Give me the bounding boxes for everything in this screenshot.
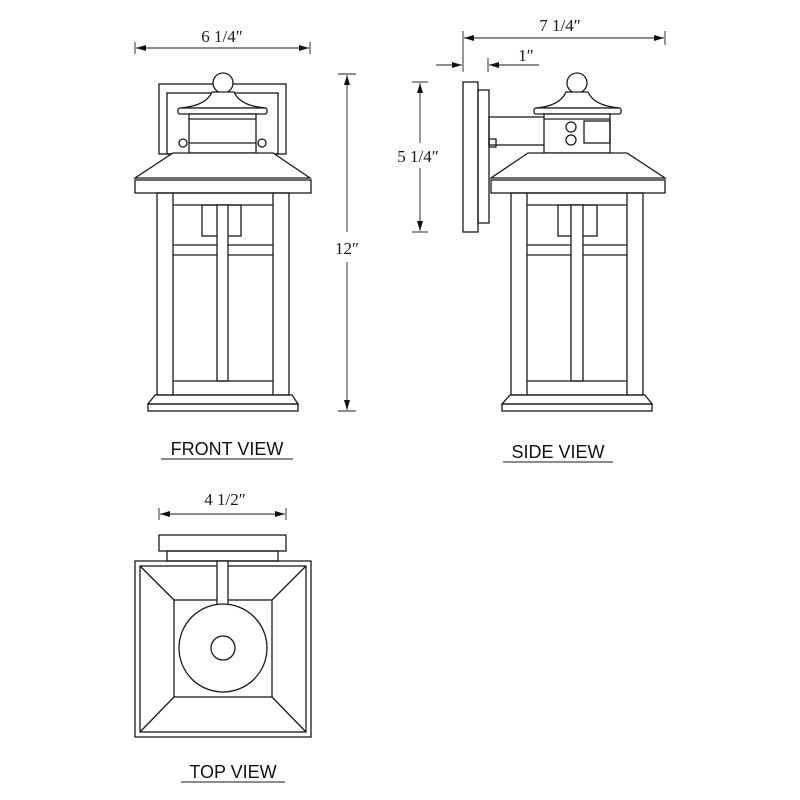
wall-offset-dimension: 1″ [436, 46, 539, 72]
top-view-title: TOP VIEW [189, 762, 276, 782]
side-view-title: SIDE VIEW [511, 442, 604, 462]
backplate-height-dimension: 5 1/4″ [386, 81, 454, 233]
screw-icon [178, 138, 188, 148]
screw-icon [565, 134, 577, 146]
front-width-dimension: 6 1/4″ [134, 27, 311, 54]
front-height-dimension: 12″ [335, 73, 359, 412]
front-width-label: 6 1/4″ [201, 27, 243, 46]
front-height-label: 12″ [335, 239, 359, 258]
side-view: 7 1/4″ 1″ 5 1/4″ [386, 16, 668, 463]
side-depth-dimension: 7 1/4″ [462, 16, 666, 72]
front-view-title: FRONT VIEW [171, 439, 284, 459]
top-width-dimension: 4 1/2″ [158, 490, 287, 520]
front-view: 6 1/4″ [132, 27, 359, 460]
motion-sensor [583, 120, 611, 144]
side-lantern [462, 72, 668, 412]
top-view: 4 1/2″ TOP VIEW [134, 490, 312, 783]
backplate-height-label: 5 1/4″ [397, 147, 439, 166]
top-width-label: 4 1/2″ [204, 490, 246, 509]
side-depth-label: 7 1/4″ [539, 16, 581, 35]
wall-offset-label: 1″ [518, 46, 534, 65]
screw-icon [565, 121, 577, 133]
top-lantern [134, 534, 312, 738]
front-lantern [132, 72, 313, 412]
screw-icon [257, 138, 267, 148]
